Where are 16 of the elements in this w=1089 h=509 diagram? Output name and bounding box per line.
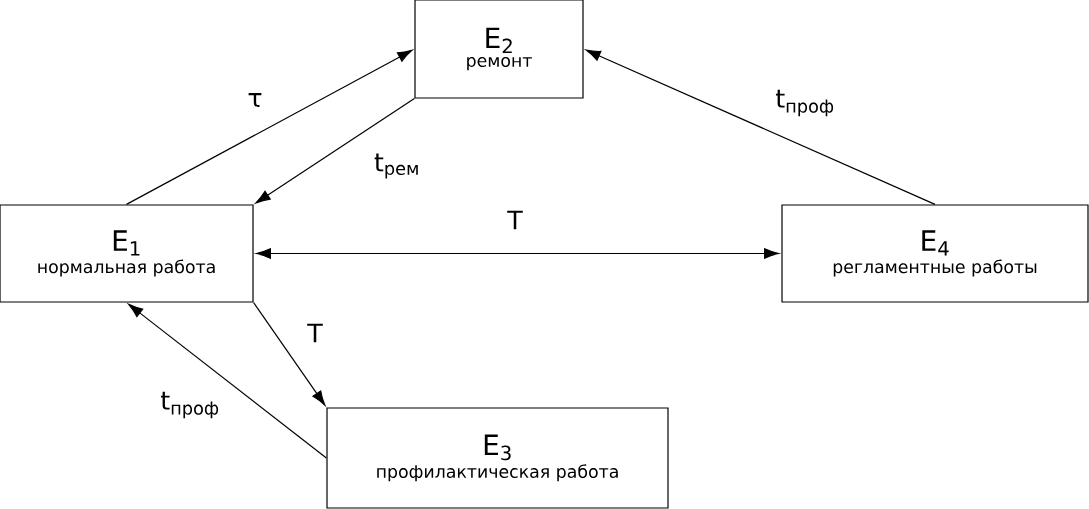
state-box: E$_{2}$ ремонт [414,0,584,99]
arrow [255,248,780,259]
arrow [585,49,936,205]
edge-label: τ [246,91,264,109]
arrow [255,98,415,204]
edge-label: T [505,209,525,231]
edge-label: t$_{проф}$ [773,88,837,118]
edge-label: t$_{рем}$ [372,152,422,180]
state-box: E$_{1}$ нормальная работа [0,204,254,303]
arrow [253,302,326,406]
state-box: E$_{3}$ профилактическая работа [326,407,669,509]
state-box: E$_{4}$ регламентные работы [781,204,1089,303]
arrow [125,49,413,205]
arrow [128,303,327,459]
edge-label: T [305,322,325,344]
edge-label: t$_{проф}$ [158,390,222,420]
